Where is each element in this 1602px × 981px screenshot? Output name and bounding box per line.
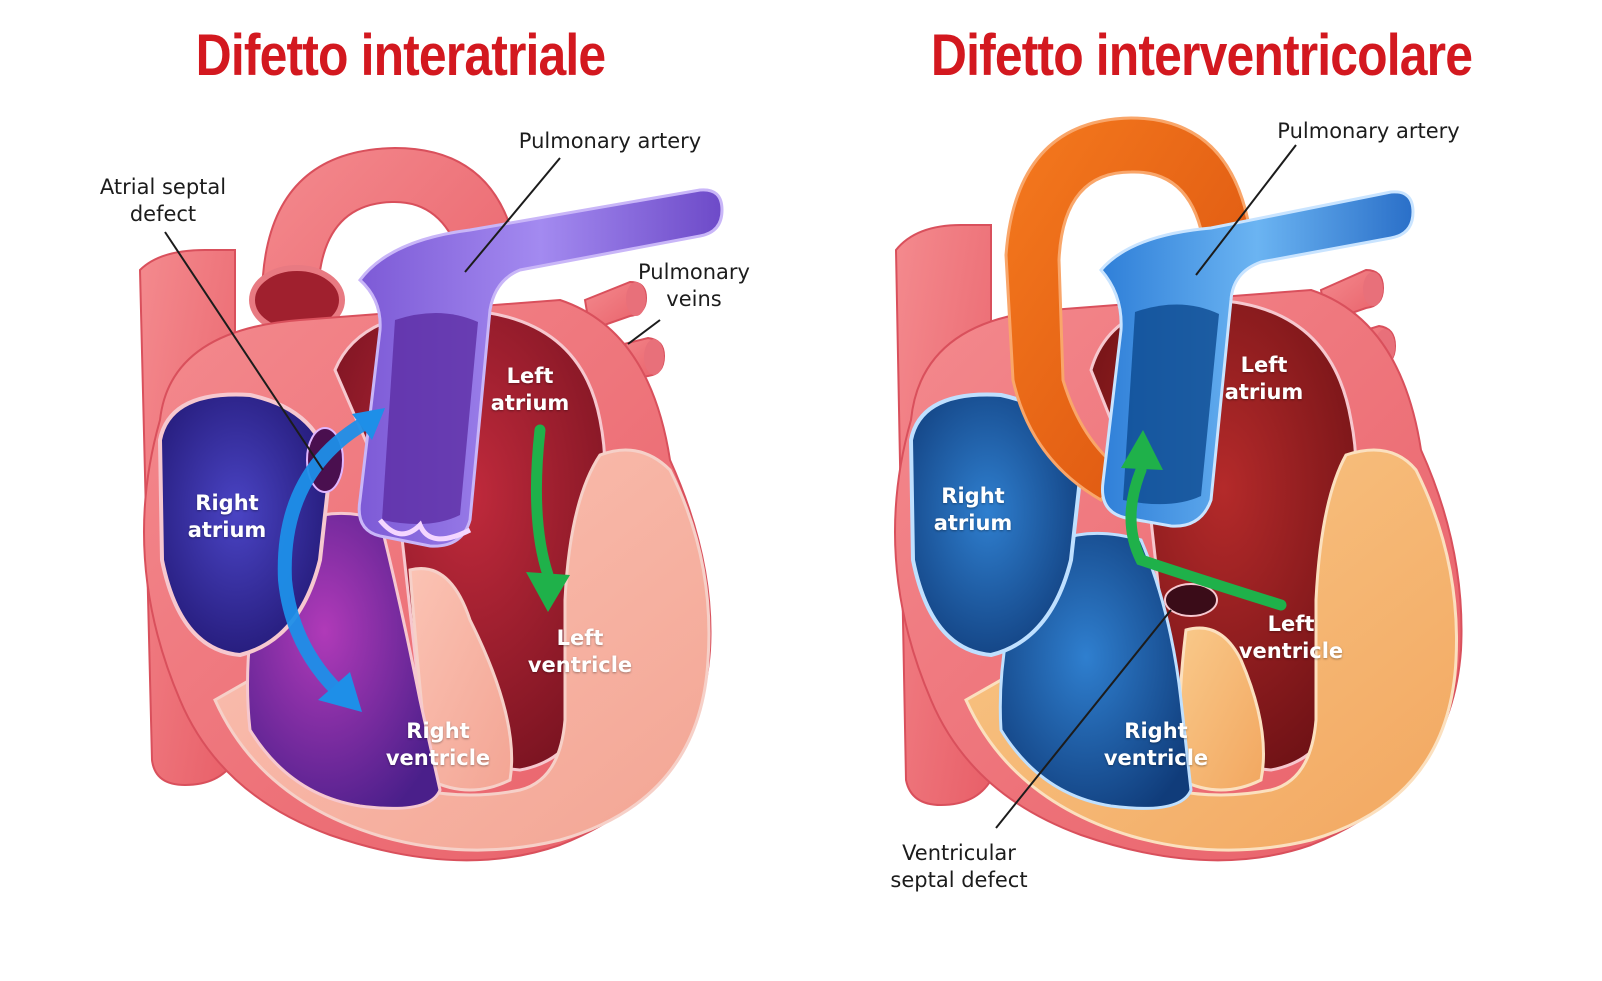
- label-pulmonary-artery: Pulmonary artery: [1277, 119, 1460, 143]
- vsd-heart-illustration: [894, 116, 1463, 862]
- ventricular-septal-defect-hole: [1164, 583, 1218, 617]
- panel-title: Difetto interatriale: [195, 23, 607, 88]
- leader-line-pulmonary-veins: [627, 319, 661, 345]
- panel-title: Difetto interventricolare: [930, 23, 1473, 88]
- label-left-atrium: Left atrium: [490, 364, 570, 415]
- label-right-ventricle: Right ventricle: [1103, 719, 1209, 770]
- leader-line-asd: [164, 231, 324, 471]
- label-pulmonary-veins: Pulmonary veins: [638, 260, 750, 311]
- shunt-arrow-head-bottom: [318, 672, 362, 712]
- label-ventricular-septal-defect: Ventricular septal defect: [890, 841, 1028, 892]
- ventricular-septal-defect-panel: Difetto interventricolare Pulmonary arte…: [801, 0, 1602, 981]
- shunt-flow-arrow-head: [1121, 430, 1163, 470]
- right-atrium-chamber: [908, 392, 1084, 658]
- label-left-ventricle: Left ventricle: [527, 626, 633, 677]
- label-right-atrium: Right atrium: [933, 484, 1013, 535]
- label-right-ventricle: Right ventricle: [385, 719, 491, 770]
- mitral-flow-arrow: [530, 424, 554, 581]
- label-left-atrium: Left atrium: [1224, 353, 1304, 404]
- label-pulmonary-artery: Pulmonary artery: [518, 129, 702, 153]
- label-atrial-septal-defect: Atrial septal defect: [99, 175, 227, 226]
- shunt-flow-arrow: [1125, 464, 1287, 611]
- mitral-flow-arrow-head: [526, 572, 570, 612]
- myocardium-wall: [213, 448, 711, 852]
- shunt-arrow-path: [277, 413, 377, 705]
- shunt-arrow-head-top: [352, 408, 385, 440]
- label-left-ventricle: Left ventricle: [1238, 612, 1344, 663]
- leader-line-pulmonary-artery: [464, 157, 561, 273]
- asd-heart-illustration: [138, 146, 724, 862]
- atrial-septal-defect-panel: Difetto interatriale Atrial septal defec…: [99, 23, 750, 862]
- label-right-atrium: Right atrium: [187, 491, 267, 542]
